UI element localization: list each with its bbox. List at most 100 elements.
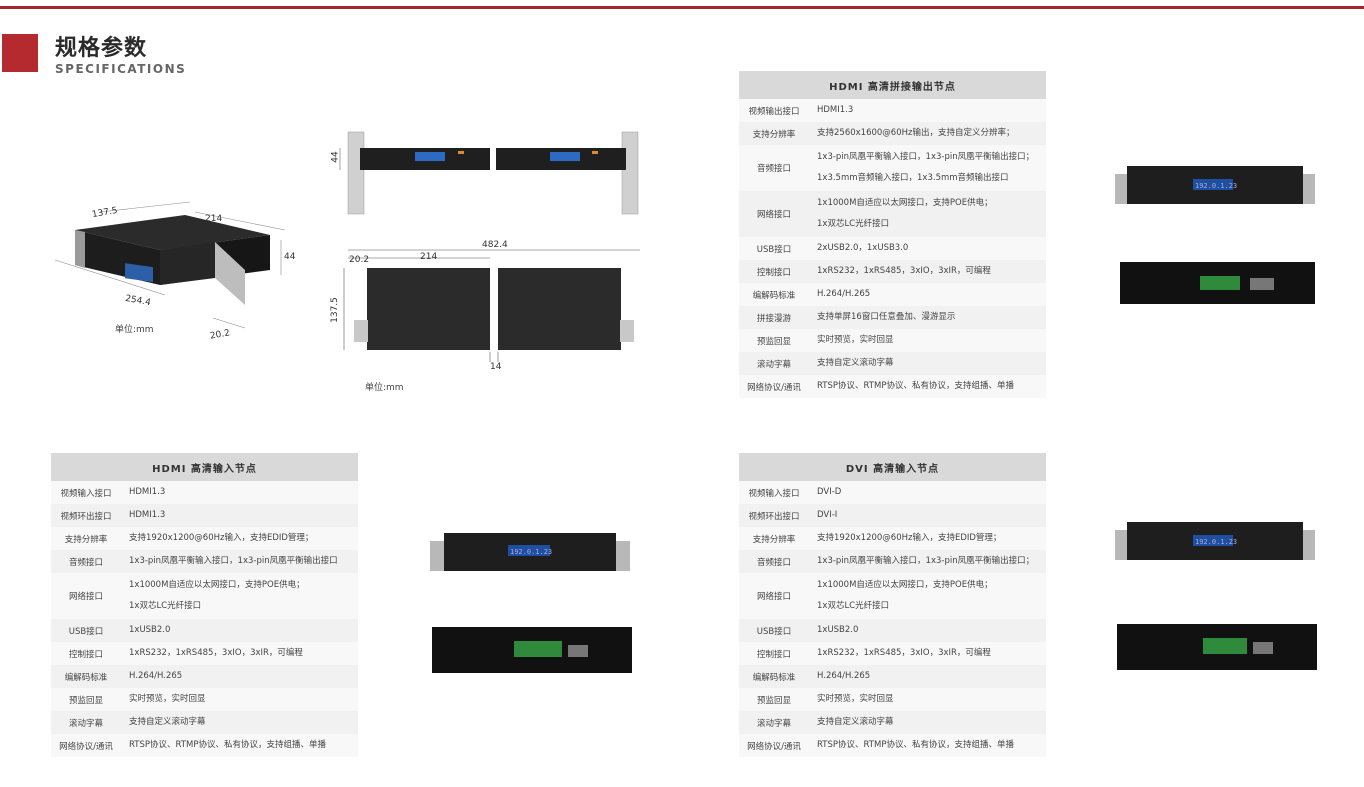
spec-value: H.264/H.265 <box>121 665 358 688</box>
device-isometric-drawing <box>54 201 286 329</box>
spec-value-line: HDMI1.3 <box>129 487 166 497</box>
spec-value: 1x3-pin凤凰平衡输入接口，1x3-pin凤凰平衡输出接口 <box>121 550 358 573</box>
spec-value-line: 1x1000M自适应以太网接口，支持POE供电； <box>817 580 993 590</box>
spec-value: 支持自定义滚动字幕 <box>121 711 358 734</box>
spec-value: 1x1000M自适应以太网接口，支持POE供电； 1x双芯LC光纤接口 <box>809 573 1046 619</box>
table-row: 预监回显实时预览，实时回显 <box>51 688 358 711</box>
spec-value-line: 实时预览，实时回显 <box>817 694 894 704</box>
spec-value-line: 支持自定义滚动字幕 <box>129 717 206 727</box>
table-row: 预监回显实时预览，实时回显 <box>739 688 1046 711</box>
spec-value-line: H.264/H.265 <box>129 671 183 681</box>
table-row: 视频输出接口 HDMI1.3 <box>739 99 1046 122</box>
spec-value-line: RTSP协议、RTMP协议、私有协议，支持组播、单播 <box>817 740 1014 750</box>
spec-key: 视频输入接口 <box>739 481 809 504</box>
spec-key: 控制接口 <box>739 642 809 665</box>
unit-label-rack: 单位:mm <box>365 383 404 393</box>
table-title: HDMI 高清输入节点 <box>51 453 358 481</box>
spec-key: USB接口 <box>51 619 121 642</box>
spec-value: 1x3-pin凤凰平衡输入接口，1x3-pin凤凰平衡输出接口； <box>809 550 1046 573</box>
spec-value: 实时预览，实时回显 <box>809 688 1046 711</box>
spec-key: 预监回显 <box>739 329 809 352</box>
spec-key: 滚动字幕 <box>739 711 809 734</box>
spec-key: 音频接口 <box>739 550 809 573</box>
dim-width: 214 <box>205 214 223 224</box>
dim-unit-depth: 137.5 <box>329 297 340 323</box>
spec-value: HDMI1.3 <box>121 481 358 504</box>
device-front-photo-1: 192.0.1.23 <box>1115 166 1315 204</box>
table-row: 支持分辨率支持2560x1600@60Hz输出，支持自定义分辨率； <box>739 122 1046 145</box>
table-row: 网络协议/通讯 RTSP协议、RTMP协议、私有协议，支持组播、单播 <box>739 734 1046 757</box>
dim-gap: 14 <box>490 362 502 372</box>
spec-value-line: 支持单屏16窗口任意叠加、漫游显示 <box>817 312 956 322</box>
spec-value-line: 1x双芯LC光纤接口 <box>817 601 890 611</box>
device-display: 192.0.1.23 <box>510 548 552 556</box>
spec-value-line: 1xRS232，1xRS485，3xIO，3xIR，可编程 <box>817 266 991 276</box>
table-row: 滚动字幕支持自定义滚动字幕 <box>739 352 1046 375</box>
device-rear-photo-2 <box>432 627 632 673</box>
device-front-photo-3: 192.0.1.23 <box>1115 522 1315 560</box>
spec-value: 支持1920x1200@60Hz输入，支持EDID管理； <box>809 527 1046 550</box>
spec-value-line: 1x3.5mm音频输入接口，1x3.5mm音频输出接口 <box>817 173 1009 183</box>
spec-value-line: RTSP协议、RTMP协议、私有协议，支持组播、单播 <box>817 381 1014 391</box>
table-row: 音频接口 1x3-pin凤凰平衡输入接口，1x3-pin凤凰平衡输出接口； <box>739 550 1046 573</box>
spec-value-line: DVI-D <box>817 487 842 497</box>
spec-value-line: RTSP协议、RTMP协议、私有协议，支持组播、单播 <box>129 740 326 750</box>
spec-key: 网络协议/通讯 <box>739 734 809 757</box>
spec-value-line: 1xRS232，1xRS485，3xIO，3xIR，可编程 <box>129 648 303 658</box>
spec-key: 网络接口 <box>739 573 809 619</box>
device-rear-photo-1 <box>1120 262 1315 304</box>
spec-value-line: 实时预览，实时回显 <box>817 335 894 345</box>
device-display: 192.0.1.23 <box>1195 538 1237 546</box>
rack-front-drawing <box>339 131 639 215</box>
spec-value-line: 1x3-pin凤凰平衡输入接口，1x3-pin凤凰平衡输出接口 <box>129 556 338 566</box>
spec-value-line: H.264/H.265 <box>817 671 871 681</box>
table-row: 网络接口 1x1000M自适应以太网接口，支持POE供电； 1x双芯LC光纤接口 <box>739 573 1046 619</box>
spec-value: 1xUSB2.0 <box>121 619 358 642</box>
unit-label: 单位:mm <box>115 325 154 335</box>
spec-value-line: HDMI1.3 <box>817 105 854 115</box>
spec-value: 2xUSB2.0，1xUSB3.0 <box>809 237 1046 260</box>
page-subtitle: SPECIFICATIONS <box>55 62 187 76</box>
spec-key: 支持分辨率 <box>51 527 121 550</box>
spec-key: 视频输出接口 <box>739 99 809 122</box>
spec-value-line: 2xUSB2.0，1xUSB3.0 <box>817 243 909 253</box>
spec-value-line: 1x双芯LC光纤接口 <box>817 219 890 229</box>
spec-key: 支持分辨率 <box>739 527 809 550</box>
spec-key: 音频接口 <box>739 145 809 191</box>
spec-key: 编解码标准 <box>739 665 809 688</box>
spec-value-line: 支持自定义滚动字幕 <box>817 358 894 368</box>
spec-value-line: 1x双芯LC光纤接口 <box>129 601 202 611</box>
device-display: 192.0.1.23 <box>1195 182 1237 190</box>
table-row: 控制接口 1xRS232，1xRS485，3xIO，3xIR，可编程 <box>739 260 1046 283</box>
spec-key: 视频环出接口 <box>739 504 809 527</box>
spec-value-line: 支持2560x1600@60Hz输出，支持自定义分辨率； <box>817 128 1015 138</box>
spec-key: 滚动字幕 <box>739 352 809 375</box>
spec-value: 1x1000M自适应以太网接口，支持POE供电； 1x双芯LC光纤接口 <box>809 191 1046 237</box>
table-row: 支持分辨率支持1920x1200@60Hz输入，支持EDID管理； <box>739 527 1046 550</box>
spec-value: 支持单屏16窗口任意叠加、漫游显示 <box>809 306 1046 329</box>
spec-value: HDMI1.3 <box>809 99 1046 122</box>
spec-value: H.264/H.265 <box>809 283 1046 306</box>
spec-value-line: H.264/H.265 <box>817 289 871 299</box>
spec-value: 1x3-pin凤凰平衡输入接口，1x3-pin凤凰平衡输出接口；1x3.5mm音… <box>809 145 1046 191</box>
spec-value-line: 1xUSB2.0 <box>129 625 171 635</box>
spec-value: DVI-D <box>809 481 1046 504</box>
dim-total-width: 482.4 <box>482 240 508 250</box>
dim-ear-width: 20.2 <box>349 255 370 265</box>
spec-key: 网络接口 <box>739 191 809 237</box>
table-row: 滚动字幕支持自定义滚动字幕 <box>739 711 1046 734</box>
table-row: USB接口 2xUSB2.0，1xUSB3.0 <box>739 237 1046 260</box>
spec-key: 控制接口 <box>739 260 809 283</box>
spec-value: H.264/H.265 <box>809 665 1046 688</box>
spec-value-line: 1x3-pin凤凰平衡输入接口，1x3-pin凤凰平衡输出接口； <box>817 556 1035 566</box>
spec-key: USB接口 <box>739 237 809 260</box>
spec-value-line: 1x1000M自适应以太网接口，支持POE供电； <box>817 198 993 208</box>
